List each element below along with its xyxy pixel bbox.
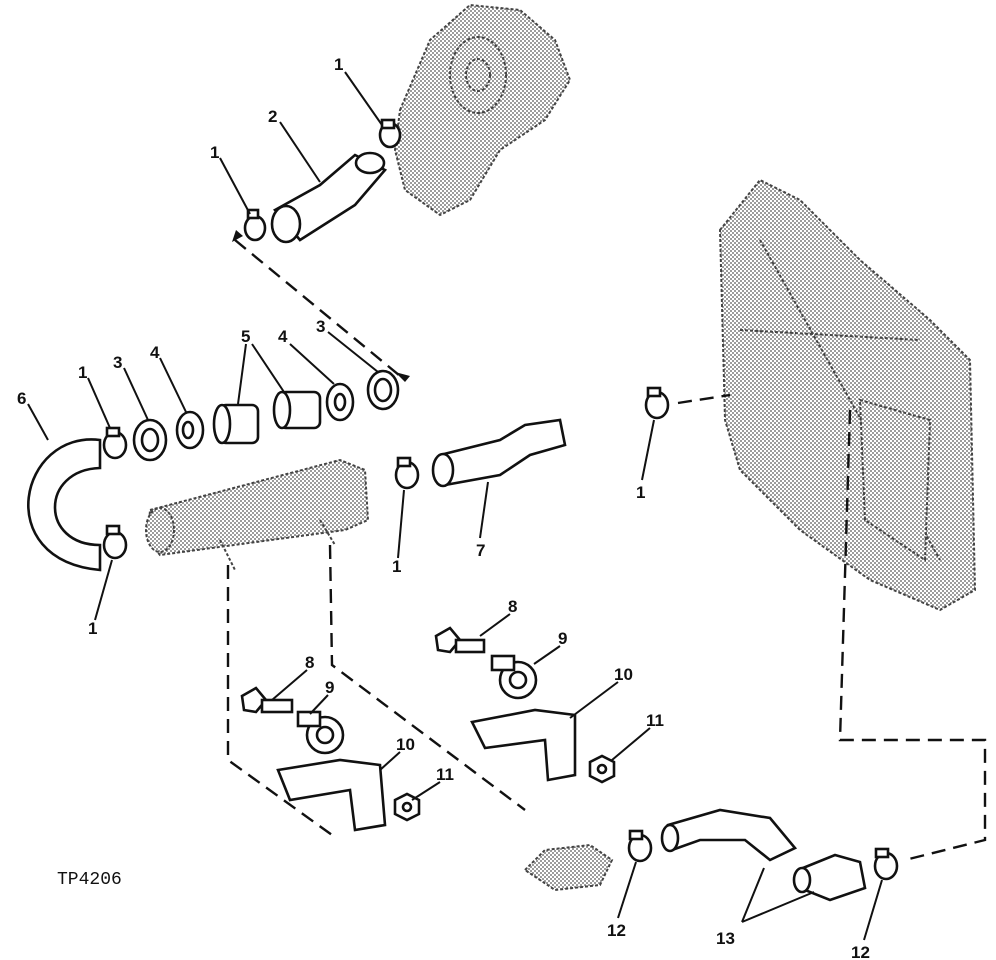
- callout-5: 5: [241, 327, 250, 346]
- tube-sleeve: [272, 390, 322, 430]
- mounting-bracket: [276, 758, 387, 832]
- spacer-ring: [325, 382, 355, 422]
- tube-sleeve: [212, 403, 260, 445]
- hose-clamp: [243, 208, 267, 242]
- callout-6: 6: [17, 389, 26, 408]
- cap-screw: [434, 626, 486, 654]
- radiator-lower-hose: [660, 808, 867, 902]
- bypass-tube-ghost: [145, 458, 370, 571]
- callout-11: 11: [436, 765, 454, 784]
- seal-ring: [132, 418, 168, 462]
- lower-hose: [431, 418, 567, 488]
- figure-id: TP4206: [57, 870, 122, 890]
- ground-lug: [296, 710, 345, 755]
- leader-lines: [27, 71, 883, 941]
- outlet-fitting-ghost: [523, 843, 614, 892]
- callout-10: 10: [396, 735, 415, 754]
- hex-nut: [588, 754, 616, 784]
- cap-screw: [240, 686, 294, 714]
- callout-10: 10: [614, 665, 633, 684]
- callout-13: 13: [716, 929, 735, 948]
- spacer-ring: [175, 410, 205, 450]
- callout-1: 1: [334, 55, 343, 74]
- callout-12: 12: [851, 943, 870, 960]
- hose-clamp: [102, 524, 128, 560]
- callout-11: 11: [646, 711, 664, 730]
- callout-8: 8: [305, 653, 314, 672]
- callout-1: 1: [210, 143, 219, 162]
- hose-clamp: [627, 829, 653, 863]
- callout-3: 3: [113, 353, 122, 372]
- assembly-guide-lines: [226, 239, 987, 862]
- callout-1: 1: [88, 619, 97, 638]
- water-pump-ghost: [393, 3, 572, 217]
- ground-lug: [490, 654, 538, 700]
- callout-labels: 1 2 1 1 3 4 5 4 3 6 1 1 7 1 8 9 10 11 8 …: [17, 55, 870, 960]
- callout-4: 4: [150, 343, 160, 362]
- mounting-bracket: [470, 708, 577, 782]
- callout-2: 2: [268, 107, 277, 126]
- arrow-head: [232, 230, 243, 242]
- callout-9: 9: [558, 629, 567, 648]
- upper-hose: [270, 151, 388, 244]
- hose-clamp: [378, 118, 402, 149]
- callout-9: 9: [325, 678, 334, 697]
- callout-1: 1: [392, 557, 401, 576]
- callout-3: 3: [316, 317, 325, 336]
- callout-4: 4: [278, 327, 288, 346]
- hose-clamp: [102, 426, 128, 460]
- arrow-head: [395, 372, 410, 382]
- callout-7: 7: [476, 541, 485, 560]
- radiator-ghost: [718, 178, 977, 612]
- seal-ring: [366, 369, 400, 411]
- callout-1: 1: [636, 483, 645, 502]
- hose-clamp: [644, 386, 670, 420]
- callout-1: 1: [78, 363, 87, 382]
- hose-clamp: [394, 456, 420, 490]
- hose-clamp: [873, 847, 899, 881]
- callout-8: 8: [508, 597, 517, 616]
- u-bend-hose: [27, 438, 102, 572]
- callout-12: 12: [607, 921, 626, 940]
